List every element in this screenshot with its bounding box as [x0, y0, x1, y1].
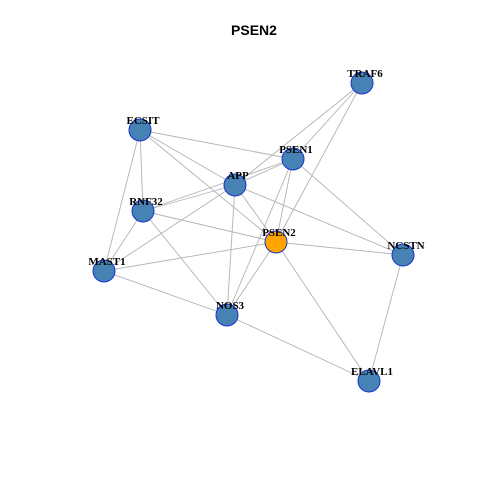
edge-psen1-nos3 — [226, 158, 294, 316]
node-label-mast1: MAST1 — [88, 256, 125, 268]
edge-ecsit-mast1 — [103, 129, 141, 272]
node-rnf32[interactable] — [131, 199, 155, 223]
node-label-ecsit: ECSIT — [126, 115, 160, 127]
edge-app-mast1 — [103, 184, 236, 272]
edge-psen1-ncstn — [292, 158, 404, 256]
node-ncstn[interactable] — [391, 243, 415, 267]
edge-traf6-psen1 — [292, 82, 363, 160]
node-label-psen1: PSEN1 — [279, 144, 313, 156]
edge-ecsit-psen1 — [139, 129, 294, 160]
edge-psen1-psen2 — [275, 158, 294, 243]
edge-ecsit-psen2 — [139, 129, 277, 243]
node-elavl1[interactable] — [357, 369, 381, 393]
edge-app-ncstn — [234, 184, 404, 256]
edge-rnf32-mast1 — [103, 210, 144, 272]
node-psen2[interactable] — [264, 230, 288, 254]
node-label-ncstn: NCSTN — [387, 240, 424, 252]
edge-layer — [103, 82, 404, 382]
node-label-rnf32: RNF32 — [129, 196, 163, 208]
node-label-traf6: TRAF6 — [347, 68, 383, 80]
edge-nos3-elavl1 — [226, 314, 370, 382]
node-label-psen2: PSEN2 — [262, 227, 296, 239]
node-label-nos3: NOS3 — [216, 300, 245, 312]
edge-mast1-nos3 — [103, 270, 228, 316]
edge-rnf32-nos3 — [142, 210, 228, 316]
edge-ecsit-rnf32 — [139, 129, 144, 212]
graph-title: PSEN2 — [231, 22, 277, 38]
edge-traf6-psen2 — [275, 82, 363, 243]
node-app[interactable] — [223, 173, 247, 197]
edge-psen2-mast1 — [103, 241, 277, 272]
edge-app-psen2 — [234, 184, 277, 243]
node-traf6[interactable] — [350, 71, 374, 95]
edge-psen1-rnf32 — [142, 158, 294, 212]
node-nos3[interactable] — [215, 303, 239, 327]
edge-psen2-elavl1 — [275, 241, 370, 382]
node-mast1[interactable] — [92, 259, 116, 283]
node-label-app: APP — [227, 170, 249, 182]
node-psen1[interactable] — [281, 147, 305, 171]
node-label-elavl1: ELAVL1 — [351, 366, 393, 378]
edge-rnf32-psen2 — [142, 210, 277, 243]
node-ecsit[interactable] — [128, 118, 152, 142]
edge-ecsit-app — [139, 129, 236, 186]
edge-psen2-nos3 — [226, 241, 277, 316]
edge-traf6-app — [234, 82, 363, 186]
edge-app-rnf32 — [142, 184, 236, 212]
edge-psen2-ncstn — [275, 241, 404, 256]
edge-ncstn-elavl1 — [368, 254, 404, 382]
